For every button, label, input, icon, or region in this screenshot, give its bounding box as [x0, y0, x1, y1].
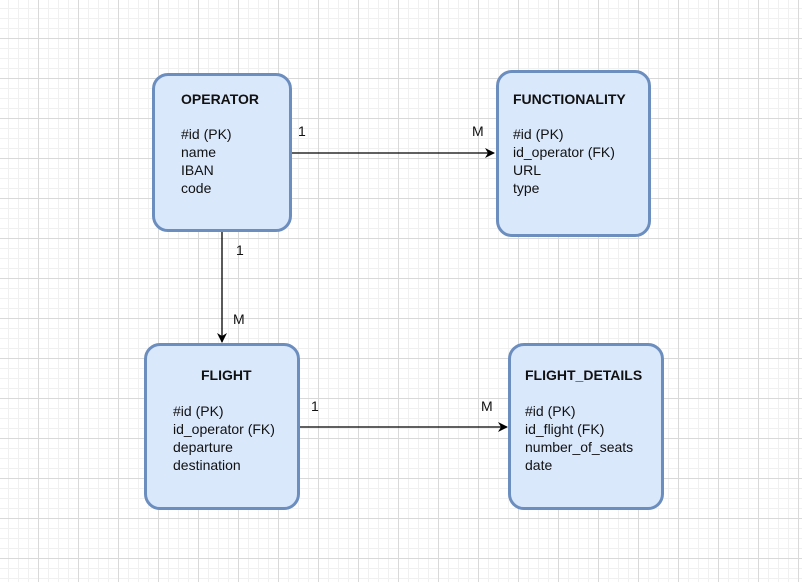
- field: departure: [173, 439, 233, 455]
- field: #id (PK): [525, 403, 576, 419]
- entity-title: FLIGHT_DETAILS: [525, 367, 643, 383]
- field: code: [181, 180, 212, 196]
- field: URL: [513, 162, 542, 178]
- entity-title: FLIGHT: [201, 367, 252, 383]
- field: id_operator (FK): [513, 144, 615, 160]
- cardinality-label-flight-details-to: M: [481, 398, 493, 414]
- entity-fields: #id (PK) id_operator (FK) departure dest…: [173, 402, 275, 474]
- cardinality-label-operator-functionality-to: M: [472, 123, 484, 139]
- entity-title: OPERATOR: [181, 91, 260, 107]
- entity-fields: #id (PK) name IBAN code: [181, 125, 232, 197]
- entity-title: FUNCTIONALITY: [513, 91, 626, 107]
- entity-functionality[interactable]: FUNCTIONALITY #id (PK) id_operator (FK) …: [496, 70, 651, 237]
- cardinality-label-operator-flight-from: 1: [236, 242, 244, 258]
- field: destination: [173, 457, 241, 473]
- entity-fields: #id (PK) id_operator (FK) URL type: [513, 125, 615, 197]
- field: #id (PK): [173, 403, 224, 419]
- cardinality-label-operator-flight-to: M: [233, 311, 245, 327]
- entity-fields: #id (PK) id_flight (FK) number_of_seats …: [525, 402, 633, 474]
- field: type: [513, 180, 540, 196]
- entity-flight[interactable]: FLIGHT #id (PK) id_operator (FK) departu…: [144, 343, 300, 510]
- field: name: [181, 144, 217, 160]
- field: #id (PK): [513, 126, 564, 142]
- entity-operator[interactable]: OPERATOR #id (PK) name IBAN code: [152, 73, 292, 232]
- field: id_flight (FK): [525, 421, 605, 437]
- field: number_of_seats: [525, 439, 634, 455]
- field: IBAN: [181, 162, 214, 178]
- field: id_operator (FK): [173, 421, 275, 437]
- field: #id (PK): [181, 126, 232, 142]
- cardinality-label-operator-functionality-from: 1: [298, 123, 306, 139]
- entity-flight-details[interactable]: FLIGHT_DETAILS #id (PK) id_flight (FK) n…: [508, 343, 664, 510]
- field: date: [525, 457, 553, 473]
- cardinality-label-flight-details-from: 1: [311, 398, 319, 414]
